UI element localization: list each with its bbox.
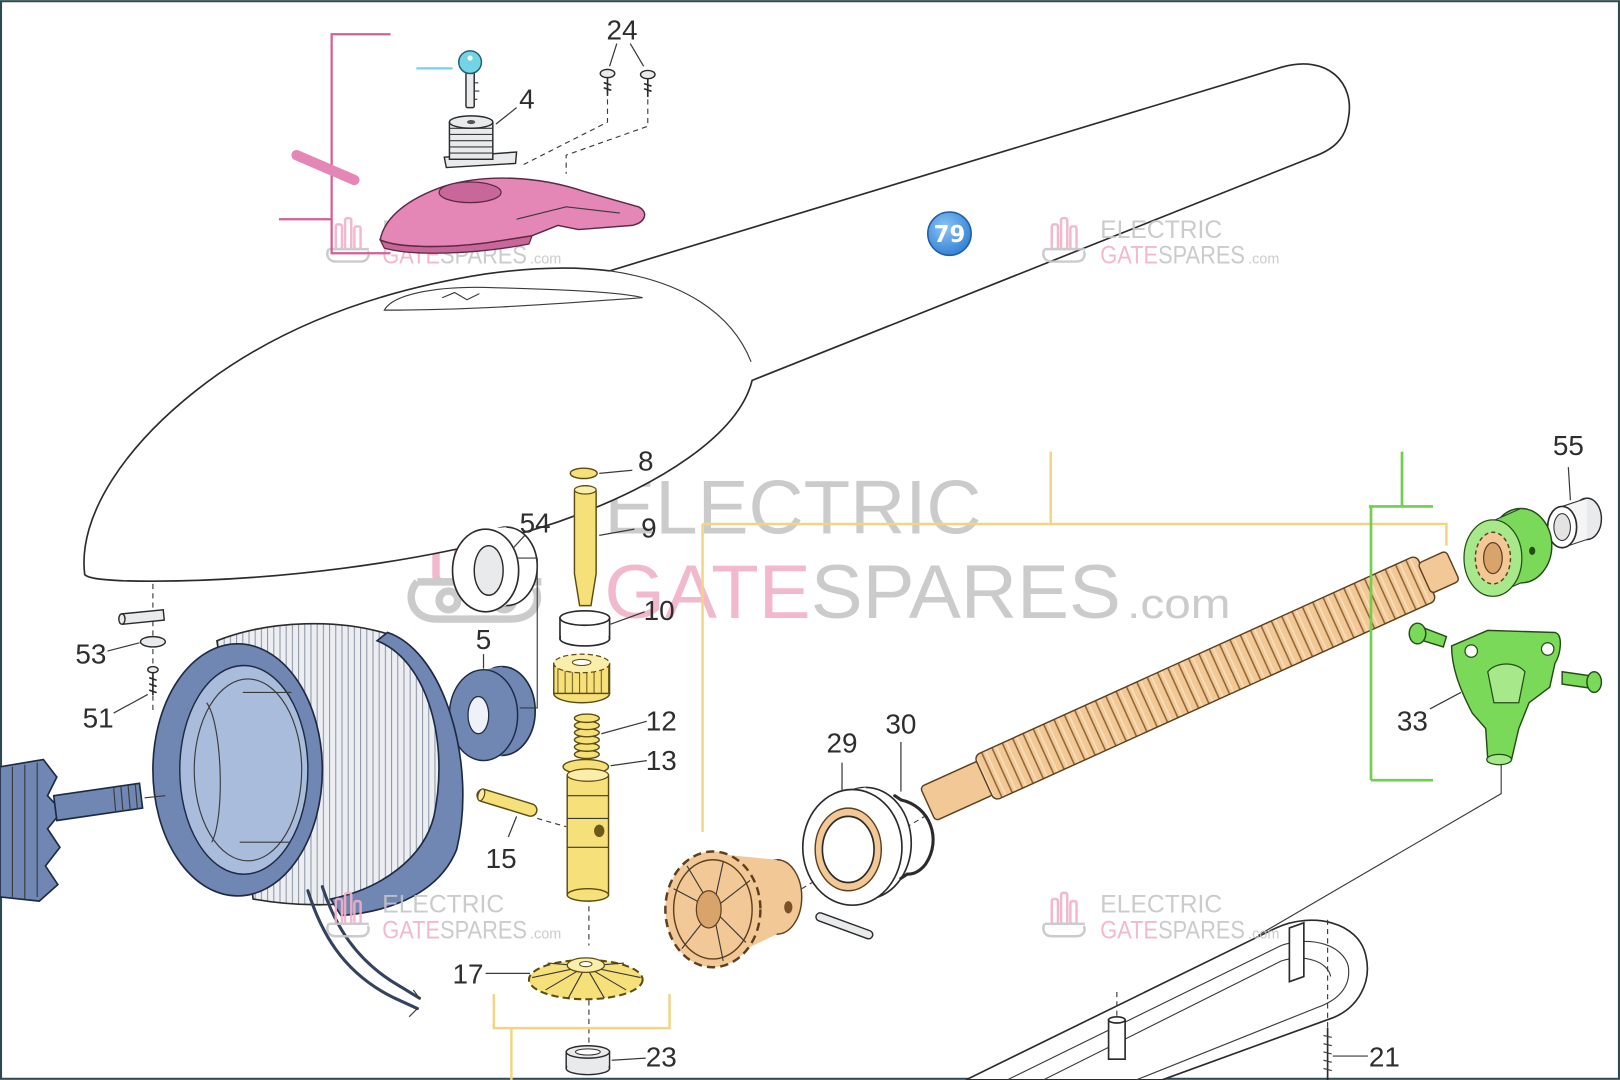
- watermark-brand-line1: ELECTRIC: [1100, 217, 1222, 244]
- ring-54: [451, 526, 539, 613]
- watermark-small-top-right: ELECTRIC GATESPARES .com: [1042, 216, 1279, 270]
- label-part-54: 54: [520, 507, 551, 538]
- housing-cover: [83, 63, 1351, 582]
- group-bracket-rings: [516, 557, 538, 709]
- screw: [599, 68, 616, 97]
- pin-53: [118, 608, 166, 625]
- group-bracket-pink: [278, 33, 391, 255]
- motor-stator: [152, 622, 464, 917]
- motor-rotor: [0, 758, 144, 902]
- screw-51: [147, 665, 159, 696]
- watermark-brand-line2: GATESPARES: [604, 550, 1121, 635]
- circlip-30: [893, 794, 935, 880]
- pin: [815, 912, 874, 940]
- label-part-10: 10: [644, 595, 675, 626]
- bearing-29: [801, 786, 913, 907]
- watermark-brand-line1: ELECTRIC: [1100, 891, 1222, 918]
- watermark-small-bottom-right: ELECTRIC GATESPARES .com: [1042, 891, 1279, 944]
- lock-cylinder: [443, 115, 518, 169]
- watermark-suffix: .com: [1248, 252, 1279, 268]
- label-part-23: 23: [646, 1041, 677, 1072]
- disc-8: [569, 467, 598, 480]
- pin-15: [476, 788, 538, 817]
- label-part-15: 15: [486, 843, 517, 874]
- watermark-brand-line1: ELECTRIC: [604, 465, 981, 550]
- cover-lock-recess: [383, 286, 643, 311]
- worm-screw: [920, 551, 1460, 821]
- group-bracket-green: [1368, 451, 1433, 782]
- bushing-10: [559, 609, 611, 647]
- label-part-13: 13: [646, 745, 677, 776]
- ring-23: [565, 1045, 611, 1076]
- watermark-suffix: .com: [1248, 926, 1279, 942]
- watermark-brand-line2: GATESPARES: [382, 917, 527, 944]
- spring-12: [573, 713, 600, 760]
- spur-gear: [553, 653, 611, 704]
- watermark-suffix: .com: [530, 926, 561, 942]
- bevel-gear-17: [527, 957, 644, 1001]
- label-part-4: 4: [519, 84, 535, 115]
- watermark-suffix: .com: [530, 252, 561, 268]
- screw: [1561, 670, 1603, 694]
- watermark-brand-line2: GATESPARES: [1100, 243, 1245, 270]
- lock-cover-group: [278, 33, 656, 255]
- pin: [291, 149, 360, 186]
- watermark-large: ELECTRIC GATESPARES .com: [407, 465, 1230, 635]
- watermark-suffix: .com: [1127, 581, 1230, 627]
- motor-cable: [306, 885, 422, 1018]
- screw: [639, 69, 656, 98]
- label-part-33: 33: [1397, 706, 1428, 737]
- label-part-12: 12: [646, 706, 677, 737]
- label-part-21: 21: [1369, 1041, 1400, 1072]
- lock-cover-plate: [378, 177, 646, 254]
- screw-21: [1323, 1027, 1332, 1080]
- watermark-logo-icon: [1042, 216, 1086, 263]
- leader-lines: [107, 43, 1572, 1061]
- label-part-53: 53: [75, 638, 106, 669]
- drive-shaft: [566, 768, 610, 902]
- bracket-33: [1450, 629, 1562, 766]
- worm-nut: [1463, 507, 1553, 597]
- badge-number: 79: [934, 222, 966, 248]
- label-part-51: 51: [83, 703, 114, 734]
- watermark-logo-icon: [326, 216, 370, 263]
- base-housing: [965, 919, 1369, 1080]
- pin-9: [573, 485, 597, 607]
- group-bracket-yellow-worm: [701, 451, 1448, 832]
- label-part-24: 24: [606, 14, 637, 45]
- label-part-30: 30: [885, 709, 916, 740]
- label-part-5: 5: [476, 624, 492, 655]
- bevel-gear-tan: [664, 850, 803, 969]
- label-part-9: 9: [641, 512, 657, 543]
- watermark-brand-line2: GATESPARES: [1100, 917, 1245, 944]
- screw: [1408, 622, 1448, 648]
- watermark-small-bottom-left: ELECTRIC GATESPARES .com: [326, 891, 561, 944]
- part-labels: 24 4 8 9 54 10 55 5 53 51 12 13 15 29 30…: [75, 14, 1583, 1072]
- watermark-logo-icon: [1042, 891, 1086, 938]
- label-part-55: 55: [1553, 430, 1584, 461]
- part-number-badge: 79: [927, 211, 972, 257]
- bushing-55: [1546, 497, 1603, 549]
- watermark-brand-line1: ELECTRIC: [382, 891, 504, 918]
- label-part-8: 8: [638, 445, 654, 476]
- watermark-spares-word: SPARES: [811, 550, 1121, 635]
- washer-53: [139, 635, 167, 648]
- watermark-gate-word: GATE: [604, 550, 810, 635]
- label-part-17: 17: [453, 959, 484, 990]
- ring-5: [448, 665, 537, 762]
- label-part-29: 29: [827, 727, 858, 758]
- key: [458, 50, 483, 109]
- group-bracket-yellow-bottom: [492, 994, 671, 1080]
- watermark-logo-icon: [326, 891, 370, 938]
